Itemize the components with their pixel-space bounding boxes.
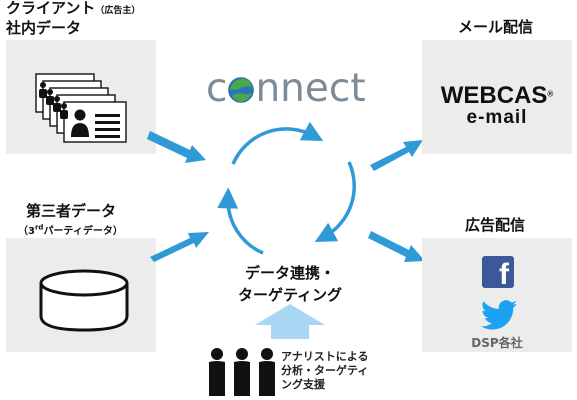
webcas-logo: WEBCAS® e-mail bbox=[422, 82, 572, 128]
dsp-label: DSP各社 bbox=[471, 336, 523, 350]
connect-logo: c nnect bbox=[206, 66, 366, 116]
third-party-sub-suffix: パーティデータ） bbox=[43, 226, 123, 237]
database-icon bbox=[39, 269, 129, 332]
ads-box: f DSP各社 bbox=[422, 238, 572, 352]
analyst-text: アナリストによる 分析・ターゲティ ング支援 bbox=[281, 350, 368, 392]
client-title-line2: 社内データ bbox=[6, 19, 82, 37]
mail-title-text: メール配信 bbox=[458, 18, 534, 36]
analyst-line3: ング支援 bbox=[281, 378, 325, 391]
center-line1: データ連携・ bbox=[244, 264, 335, 282]
client-data-box bbox=[6, 40, 156, 154]
logo-text-nnect: nnect bbox=[255, 66, 366, 111]
webcas-reg: ® bbox=[547, 89, 554, 99]
third-party-subtitle: （3rdパーティデータ） bbox=[18, 222, 123, 237]
ads-title-text: 広告配信 bbox=[465, 216, 526, 234]
webcas-line1: WEBCAS bbox=[440, 82, 548, 109]
analyst-line2: 分析・ターゲティ bbox=[281, 364, 369, 377]
webcas-line2: e-mail bbox=[466, 107, 528, 128]
twitter-icon bbox=[481, 300, 517, 330]
facebook-icon: f bbox=[482, 256, 514, 288]
mail-title: メール配信 bbox=[458, 16, 533, 37]
center-line2: ターゲティング bbox=[237, 286, 343, 304]
logo-text-c: c bbox=[206, 66, 228, 111]
ads-title: 広告配信 bbox=[465, 214, 525, 235]
analyst-line1: アナリストによる bbox=[281, 350, 369, 363]
third-party-sub-sup: rd bbox=[34, 223, 44, 232]
globe-icon bbox=[228, 68, 255, 103]
mail-box: WEBCAS® e-mail bbox=[422, 40, 572, 154]
client-title-main: クライアント bbox=[6, 0, 96, 17]
contact-cards-icon bbox=[35, 73, 127, 143]
third-party-sub-prefix: （3 bbox=[18, 226, 35, 237]
third-party-box bbox=[6, 238, 156, 352]
center-text: データ連携・ ターゲティング bbox=[225, 262, 355, 306]
third-party-title-text: 第三者データ bbox=[26, 202, 117, 220]
analyst-people-icon bbox=[209, 348, 275, 396]
client-data-title: クライアント（広告主） 社内データ bbox=[6, 0, 140, 37]
third-party-title: 第三者データ bbox=[26, 203, 116, 220]
client-title-sub: （広告主） bbox=[95, 6, 141, 16]
